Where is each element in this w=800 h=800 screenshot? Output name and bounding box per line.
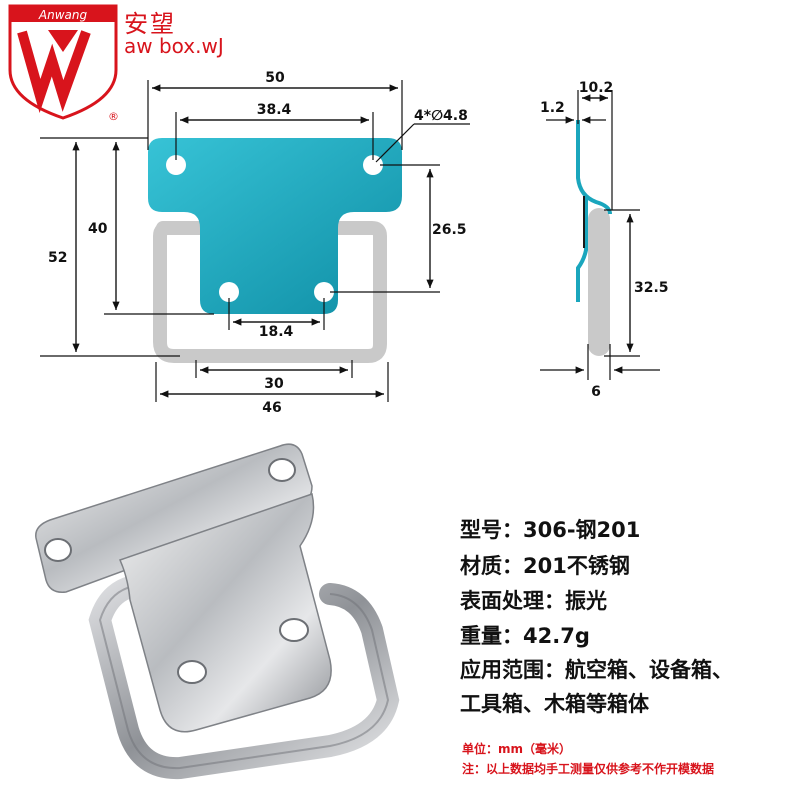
brand-name-cn: 安望: [124, 10, 176, 38]
dim-height-outer: 52: [48, 250, 67, 266]
svg-text:Anwang: Anwang: [38, 8, 88, 22]
front-view-drawing: [148, 138, 402, 363]
dim-depth: 10.2: [579, 80, 614, 96]
dim-hole-vertical: 26.5: [432, 222, 467, 238]
spec-usage-line1: 应用范围：航空箱、设备箱、: [460, 658, 733, 682]
dim-ring-inner-width: 30: [264, 376, 284, 392]
dim-ring-wire: 6: [591, 384, 601, 400]
dim-height-inner: 40: [88, 221, 108, 237]
side-dimension-lines: [540, 90, 660, 380]
dim-hole-spacing-top: 38.4: [257, 102, 292, 118]
side-view-drawing: [576, 120, 612, 356]
dim-ring-height: 32.5: [634, 280, 669, 296]
dim-overall-width: 50: [265, 70, 285, 86]
front-dimension-lines: [40, 80, 470, 402]
spec-material: 材质：201不锈钢: [460, 554, 630, 578]
spec-model: 型号：306-钢201: [460, 518, 641, 542]
dim-hole-diameter: 4*∅4.8: [414, 108, 468, 124]
spec-usage-line2: 工具箱、木箱等箱体: [460, 692, 649, 716]
spec-finish: 表面处理：振光: [460, 589, 607, 613]
dim-ring-outer-width: 46: [262, 400, 281, 416]
spec-weight: 重量：42.7g: [460, 624, 590, 648]
brand-site: aw box.wJ: [124, 34, 224, 58]
product-photo: [35, 443, 400, 780]
note-disclaimer: 注：以上数据均手工测量仅供参考不作开模数据: [462, 762, 715, 776]
dim-hole-spacing-bottom: 18.4: [259, 324, 294, 340]
brand-logo: Anwang ®: [8, 4, 119, 123]
note-unit: 单位：mm（毫米）: [462, 742, 572, 756]
svg-text:®: ®: [108, 110, 119, 123]
dim-thickness: 1.2: [540, 100, 565, 116]
